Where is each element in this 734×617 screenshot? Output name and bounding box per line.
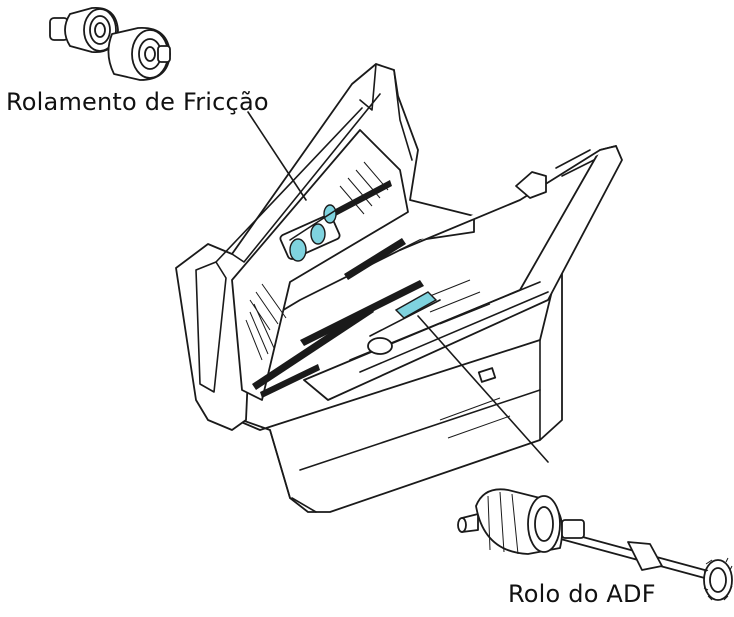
friction-roller-label: Rolamento de Fricção (6, 88, 269, 116)
adf-roller-assembly-icon (457, 488, 733, 601)
scanner-open-icon (175, 63, 623, 513)
adf-roller-label: Rolo do ADF (508, 580, 656, 608)
friction-roller-parts-icon (49, 7, 171, 81)
